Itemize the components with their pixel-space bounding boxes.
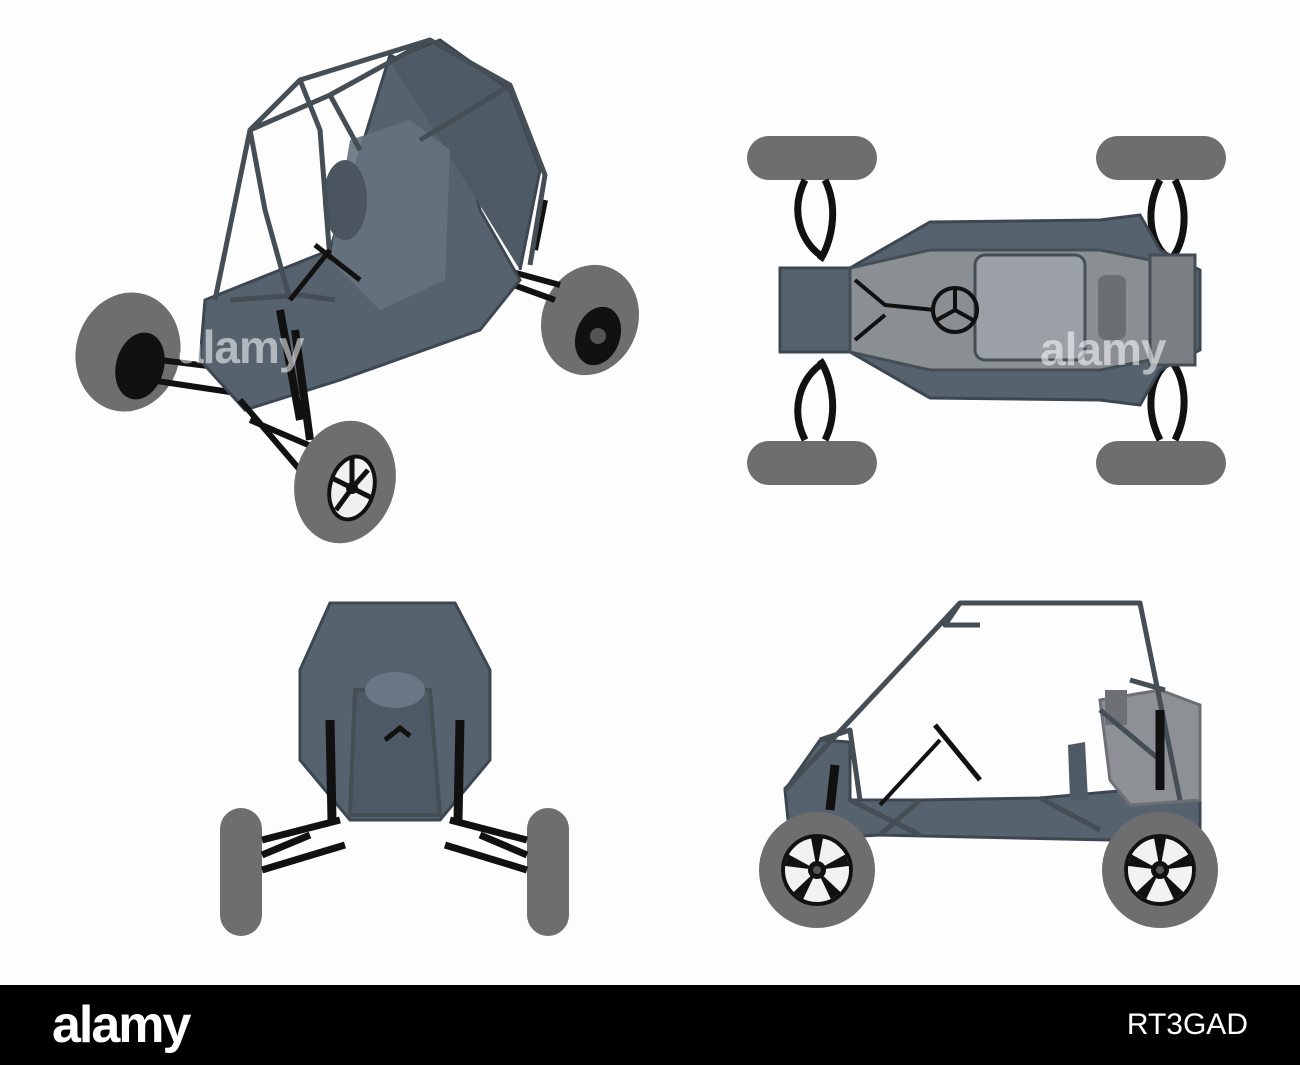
iso-roll-cage bbox=[212, 37, 548, 303]
iso-front-right-wheel bbox=[294, 420, 396, 544]
side-front-wheel bbox=[757, 810, 877, 930]
image-id: RT3GAD bbox=[1126, 1008, 1248, 1041]
isometric-view bbox=[75, 37, 640, 544]
iso-front-left-wheel bbox=[75, 292, 181, 412]
side-rear-wheel bbox=[1100, 810, 1220, 930]
footer-bar: alamy RT3GAD bbox=[0, 985, 1300, 1065]
iso-rear-wheel bbox=[540, 264, 640, 376]
alamy-logo: alamy bbox=[52, 996, 191, 1054]
top-view bbox=[747, 136, 1226, 485]
buggy-illustration bbox=[75, 37, 1226, 936]
side-view bbox=[757, 600, 1220, 930]
illustration-canvas: alamy alamy bbox=[75, 37, 1226, 936]
front-view bbox=[220, 601, 569, 936]
side-roll-cage bbox=[783, 600, 1183, 838]
